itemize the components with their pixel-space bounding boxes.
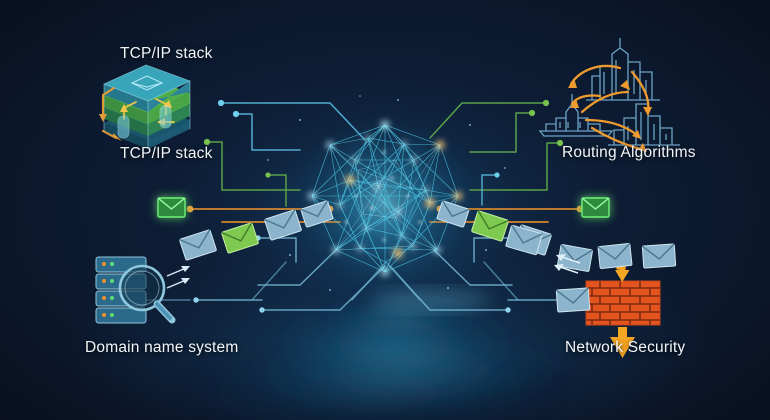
label-tcpip-top: TCP/IP stack: [120, 45, 213, 62]
label-domain-name-system: Domain name system: [85, 339, 239, 356]
envelope-chain-left: [179, 200, 334, 261]
stack-connector-capsules: [117, 105, 172, 139]
label-network-security: Network Security: [565, 339, 686, 356]
envelope-right-highlight: [581, 197, 610, 218]
stack-arrow-right: [113, 133, 122, 141]
label-routing-algorithms: Routing Algorithms: [562, 144, 696, 161]
server-leds: [102, 262, 114, 317]
brick-wall: [585, 280, 661, 326]
envelope-left-highlight: [157, 197, 186, 218]
dns-query-arrows: [166, 267, 187, 289]
magnifier-icon: [118, 264, 176, 324]
sphere-nodes: [267, 95, 506, 291]
security-flow-arrows: [559, 256, 581, 274]
trace-cyan-upper-right: [481, 174, 498, 206]
sparkles: [267, 95, 506, 291]
envelope-chain-right: [436, 200, 677, 313]
trace-green-upper-left: [206, 141, 301, 207]
stack-envelope-glyph: [130, 75, 164, 91]
trace-green-upper-right: [429, 102, 561, 191]
firewall-arrows: [610, 256, 635, 358]
route-arrowheads: [568, 78, 652, 152]
label-tcpip-bottom: TCP/IP stack: [120, 145, 213, 162]
stack-arrow-down: [99, 114, 107, 122]
